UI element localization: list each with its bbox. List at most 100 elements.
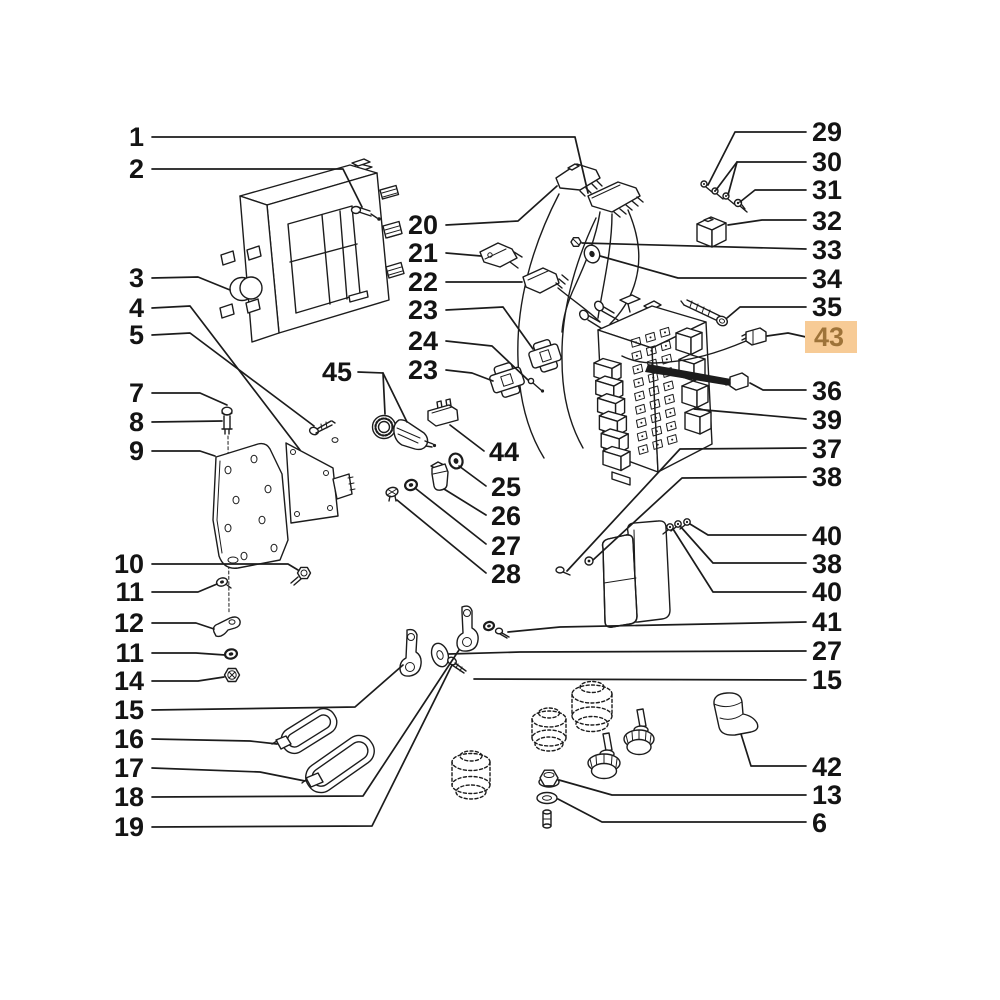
callout-27b[interactable]: 27 (448, 636, 842, 666)
callout-38b[interactable]: 38 (679, 525, 842, 579)
callout-label-21[interactable]: 21 (408, 238, 438, 268)
callout-7[interactable]: 7 (129, 378, 228, 408)
callout-37[interactable]: 37 (566, 434, 842, 572)
callout-label-19[interactable]: 19 (114, 812, 144, 842)
callout-23b[interactable]: 23 (408, 355, 494, 385)
callout-6[interactable]: 6 (557, 798, 827, 838)
callout-43[interactable]: 43 (766, 321, 857, 353)
callout-label-4[interactable]: 4 (129, 293, 144, 323)
callout-5[interactable]: 5 (129, 320, 315, 427)
callout-35[interactable]: 35 (726, 292, 842, 322)
callout-14[interactable]: 14 (114, 666, 225, 696)
callout-45[interactable]: 45 (322, 357, 408, 423)
callout-13[interactable]: 13 (558, 779, 842, 810)
callout-8[interactable]: 8 (129, 407, 223, 437)
callout-29[interactable]: 29 (707, 117, 842, 186)
callout-label-22[interactable]: 22 (408, 267, 438, 297)
callout-label-27b[interactable]: 27 (812, 636, 842, 666)
callout-label-40a[interactable]: 40 (812, 521, 842, 551)
callout-label-23a[interactable]: 23 (408, 295, 438, 325)
callout-label-1[interactable]: 1 (129, 122, 144, 152)
callout-label-20[interactable]: 20 (408, 210, 438, 240)
callout-label-16[interactable]: 16 (114, 724, 144, 754)
callout-40a[interactable]: 40 (689, 521, 842, 551)
callout-33[interactable]: 33 (581, 235, 842, 265)
callout-21[interactable]: 21 (408, 238, 482, 268)
callout-label-17[interactable]: 17 (114, 753, 144, 783)
callout-15b[interactable]: 15 (473, 665, 842, 695)
callout-17[interactable]: 17 (114, 753, 306, 783)
callout-label-37[interactable]: 37 (812, 434, 842, 464)
callout-1[interactable]: 1 (129, 122, 589, 194)
callout-label-30[interactable]: 30 (812, 147, 842, 177)
callout-44[interactable]: 44 (449, 424, 519, 467)
callout-label-31[interactable]: 31 (812, 175, 842, 205)
callout-28[interactable]: 28 (396, 499, 521, 589)
callout-label-45[interactable]: 45 (322, 357, 352, 387)
callout-label-32[interactable]: 32 (812, 206, 842, 236)
callout-3[interactable]: 3 (129, 263, 231, 293)
callout-label-43[interactable]: 43 (814, 322, 844, 352)
callout-label-39[interactable]: 39 (812, 405, 842, 435)
callout-label-42[interactable]: 42 (812, 752, 842, 782)
callout-30[interactable]: 30 (715, 147, 842, 196)
callout-label-41[interactable]: 41 (812, 607, 842, 637)
callout-label-38a[interactable]: 38 (812, 462, 842, 492)
callout-label-23b[interactable]: 23 (408, 355, 438, 385)
callout-label-15b[interactable]: 15 (812, 665, 842, 695)
callout-11b[interactable]: 11 (115, 638, 226, 668)
callout-27a[interactable]: 27 (414, 487, 521, 561)
callout-42[interactable]: 42 (740, 733, 842, 782)
callout-label-18[interactable]: 18 (114, 782, 144, 812)
callout-22[interactable]: 22 (408, 267, 523, 297)
callout-38a[interactable]: 38 (592, 462, 842, 561)
callout-36[interactable]: 36 (749, 376, 842, 406)
callout-label-35[interactable]: 35 (812, 292, 842, 322)
callout-20[interactable]: 20 (408, 185, 558, 240)
callout-19[interactable]: 19 (114, 664, 453, 842)
callout-10[interactable]: 10 (114, 549, 299, 579)
callout-label-28[interactable]: 28 (491, 559, 521, 589)
callout-label-24[interactable]: 24 (408, 326, 438, 356)
callout-label-15[interactable]: 15 (114, 695, 144, 725)
callout-label-6[interactable]: 6 (812, 808, 827, 838)
callout-label-25[interactable]: 25 (491, 472, 521, 502)
callout-24[interactable]: 24 (408, 326, 529, 381)
callout-18[interactable]: 18 (114, 649, 460, 812)
callout-39[interactable]: 39 (693, 405, 842, 435)
callout-9[interactable]: 9 (129, 436, 216, 466)
callout-15[interactable]: 15 (114, 664, 404, 725)
callout-label-29[interactable]: 29 (812, 117, 842, 147)
callout-12[interactable]: 12 (114, 608, 215, 638)
callout-41[interactable]: 41 (507, 607, 842, 637)
callout-label-14[interactable]: 14 (114, 666, 144, 696)
callout-label-12[interactable]: 12 (114, 608, 144, 638)
callout-label-5[interactable]: 5 (129, 320, 144, 350)
callout-23a[interactable]: 23 (408, 295, 534, 350)
callout-label-7[interactable]: 7 (129, 378, 144, 408)
callout-25[interactable]: 25 (458, 465, 521, 502)
callout-label-34[interactable]: 34 (812, 264, 842, 294)
callout-label-3[interactable]: 3 (129, 263, 144, 293)
callout-label-27a[interactable]: 27 (491, 531, 521, 561)
callout-label-36[interactable]: 36 (812, 376, 842, 406)
callout-label-9[interactable]: 9 (129, 436, 144, 466)
callout-label-11[interactable]: 11 (115, 577, 144, 607)
callout-label-8[interactable]: 8 (129, 407, 144, 437)
callout-label-13[interactable]: 13 (812, 780, 842, 810)
callout-label-44[interactable]: 44 (489, 437, 519, 467)
callout-label-33[interactable]: 33 (812, 235, 842, 265)
callout-label-10[interactable]: 10 (114, 549, 144, 579)
callout-label-11b[interactable]: 11 (115, 638, 144, 668)
callout-40b[interactable]: 40 (672, 528, 842, 607)
callout-label-2[interactable]: 2 (129, 154, 144, 184)
callout-31[interactable]: 31 (739, 175, 842, 205)
callout-label-40b[interactable]: 40 (812, 577, 842, 607)
callout-11[interactable]: 11 (115, 577, 218, 607)
callout-4[interactable]: 4 (129, 293, 301, 451)
callout-26[interactable]: 26 (443, 488, 521, 531)
callout-label-26[interactable]: 26 (491, 501, 521, 531)
callout-label-38b[interactable]: 38 (812, 549, 842, 579)
callout-16[interactable]: 16 (114, 724, 278, 754)
callout-34[interactable]: 34 (599, 255, 842, 294)
